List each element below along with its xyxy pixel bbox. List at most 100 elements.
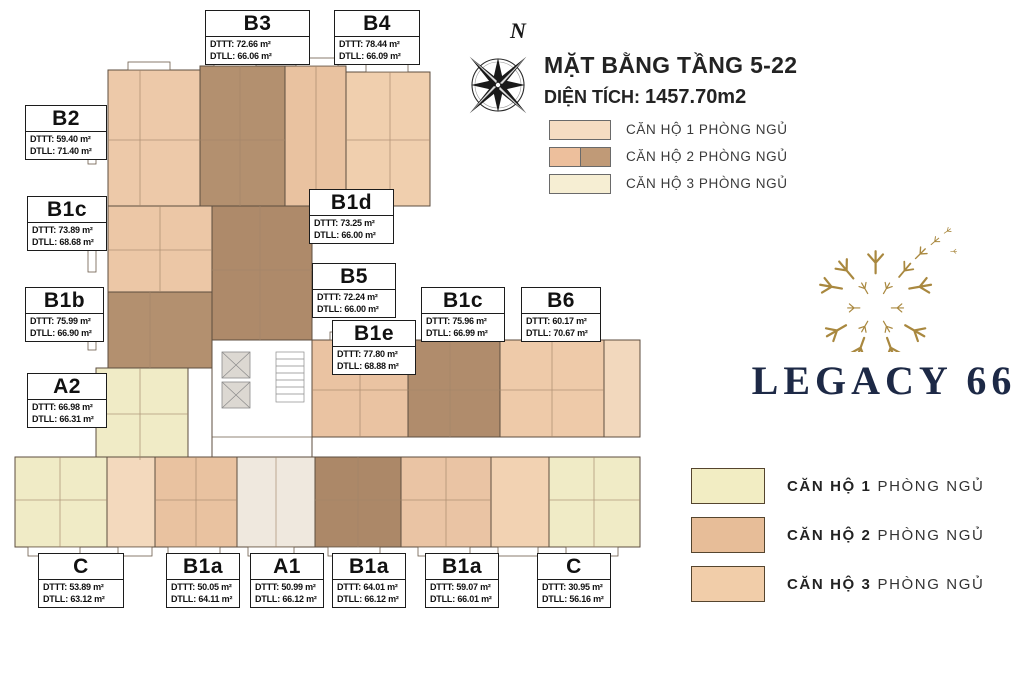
- unit-region-c-right: [548, 456, 641, 548]
- dttt-label: DTTT:: [337, 349, 361, 359]
- unit-dttt: DTTT: 60.17 m²: [526, 316, 597, 328]
- dtll-value: 66.12 m²: [364, 593, 399, 604]
- unit-dttt: DTTT: 30.95 m²: [542, 582, 607, 594]
- dtll-value: 66.99 m²: [453, 327, 488, 338]
- unit-region-b1d-b5: [211, 205, 313, 341]
- unit-label-b6: B6 DTTT: 60.17 m² DTLL: 70.67 m²: [521, 287, 601, 342]
- dttt-label: DTTT:: [426, 316, 450, 326]
- dtll-label: DTLL:: [526, 327, 551, 338]
- logo-text: LEGACY 66: [751, 358, 1017, 403]
- unit-region-b3: [199, 65, 286, 207]
- unit-region-c-left: [14, 456, 108, 548]
- unit-label-b4: B4 DTTT: 78.44 m² DTLL: 66.09 m²: [334, 10, 420, 65]
- dttt-label: DTTT:: [542, 582, 566, 592]
- unit-region-b1c-right: [407, 339, 501, 438]
- unit-region-bottom-2: [490, 456, 550, 548]
- unit-label-c-left: C DTTT: 53.89 m² DTLL: 63.12 m²: [38, 553, 124, 608]
- dttt-label: DTTT:: [30, 316, 54, 326]
- dttt-value: 78.44 m²: [365, 39, 400, 49]
- dttt-label: DTTT:: [32, 402, 56, 412]
- unit-areas: DTTT: 75.99 m² DTLL: 66.90 m²: [26, 314, 103, 341]
- dttt-value: 59.40 m²: [56, 134, 91, 144]
- dttt-value: 72.24 m²: [343, 292, 378, 302]
- legend-bottom-label-2br-bold: CĂN HỘ 2: [787, 526, 872, 544]
- compass: N: [450, 18, 546, 133]
- dttt-value: 50.99 m²: [281, 582, 316, 592]
- dttt-label: DTTT:: [339, 39, 363, 49]
- unit-name: B5: [313, 264, 395, 290]
- unit-areas: DTTT: 59.07 m² DTLL: 66.01 m²: [426, 580, 498, 607]
- dtll-label: DTLL:: [43, 593, 68, 604]
- dttt-label: DTTT:: [317, 292, 341, 302]
- compass-rose-icon: [469, 56, 527, 114]
- unit-label-b3: B3 DTTT: 72.66 m² DTLL: 66.06 m²: [205, 10, 310, 65]
- unit-label-b1e: B1e DTTT: 77.80 m² DTLL: 68.88 m²: [332, 320, 416, 375]
- dtll-value: 71.40 m²: [57, 145, 92, 156]
- legend-label-1br: CĂN HỘ 1 PHÒNG NGỦ: [626, 122, 788, 137]
- unit-dttt: DTTT: 66.98 m²: [32, 402, 103, 414]
- unit-dttt: DTTT: 73.25 m²: [314, 218, 390, 230]
- unit-name: B1c: [28, 197, 106, 223]
- unit-name: B2: [26, 106, 106, 132]
- unit-name: B1a: [426, 554, 498, 580]
- unit-dtll: DTLL: 66.99 m²: [426, 328, 501, 340]
- unit-name: A2: [28, 374, 106, 400]
- unit-areas: DTTT: 53.89 m² DTLL: 63.12 m²: [39, 580, 123, 607]
- unit-dtll: DTLL: 66.00 m²: [314, 230, 390, 242]
- unit-dtll: DTLL: 66.06 m²: [210, 51, 306, 63]
- unit-areas: DTTT: 30.95 m² DTLL: 56.16 m²: [538, 580, 610, 607]
- unit-areas: DTTT: 72.24 m² DTLL: 66.00 m²: [313, 290, 395, 317]
- interior-walls: [15, 66, 640, 547]
- legend-item-1br: CĂN HỘ 1 PHÒNG NGỦ: [549, 119, 788, 140]
- unit-dtll: DTLL: 66.09 m²: [339, 51, 416, 63]
- unit-label-b5: B5 DTTT: 72.24 m² DTLL: 66.00 m²: [312, 263, 396, 318]
- unit-name: B6: [522, 288, 600, 314]
- unit-dttt: DTTT: 78.44 m²: [339, 39, 416, 51]
- unit-areas: DTTT: 77.80 m² DTLL: 68.88 m²: [333, 347, 415, 374]
- legend-label-3br: CĂN HỘ 3 PHÒNG NGỦ: [626, 176, 788, 191]
- unit-dttt: DTTT: 73.89 m²: [32, 225, 103, 237]
- dtll-label: DTLL:: [430, 593, 455, 604]
- dttt-value: 72.66 m²: [236, 39, 271, 49]
- dtll-value: 68.68 m²: [59, 236, 94, 247]
- dttt-value: 59.07 m²: [456, 582, 491, 592]
- unit-name: B1a: [333, 554, 405, 580]
- unit-dttt: DTTT: 53.89 m²: [43, 582, 120, 594]
- dtll-value: 66.90 m²: [57, 327, 92, 338]
- unit-blocks: [14, 65, 641, 548]
- dtll-value: 66.00 m²: [344, 303, 379, 314]
- core-elevators-stairs: [212, 351, 312, 438]
- legend-swatch-3br: [549, 173, 611, 194]
- legend-swatch-1br: [549, 119, 611, 140]
- dtll-value: 66.06 m²: [237, 50, 272, 61]
- unit-label-b1a-2: B1a DTTT: 64.01 m² DTLL: 66.12 m²: [332, 553, 406, 608]
- legend-swatch-2br-right: [579, 147, 610, 166]
- dttt-value: 53.89 m²: [69, 582, 104, 592]
- legend-bottom-label-1br-bold: CĂN HỘ 1: [787, 477, 872, 495]
- dtll-value: 66.12 m²: [282, 593, 317, 604]
- dtll-label: DTLL:: [171, 593, 196, 604]
- dttt-label: DTTT:: [337, 582, 361, 592]
- logo: LEGACY 66: [738, 224, 1024, 404]
- dttt-value: 66.98 m²: [58, 402, 93, 412]
- legend-swatch-2br-left: [550, 147, 580, 166]
- dtll-value: 66.00 m²: [341, 229, 376, 240]
- legend-bottom-label-1br-rest: PHÒNG NGỦ: [877, 477, 985, 495]
- unit-label-b2: B2 DTTT: 59.40 m² DTLL: 71.40 m²: [25, 105, 107, 160]
- unit-dtll: DTLL: 66.01 m²: [430, 594, 495, 606]
- legend-item-2br: CĂN HỘ 2 PHÒNG NGỦ: [549, 146, 788, 167]
- unit-region-b4: [345, 71, 431, 207]
- unit-dttt: DTTT: 59.07 m²: [430, 582, 495, 594]
- dtll-label: DTLL:: [255, 593, 280, 604]
- logo-emblem-sprigs: [817, 226, 958, 363]
- dttt-label: DTTT:: [32, 225, 56, 235]
- compass-north-label: N: [510, 18, 526, 43]
- unit-name: C: [538, 554, 610, 580]
- unit-dttt: DTTT: 72.66 m²: [210, 39, 306, 51]
- area-total-value: 1457.70m2: [645, 86, 747, 108]
